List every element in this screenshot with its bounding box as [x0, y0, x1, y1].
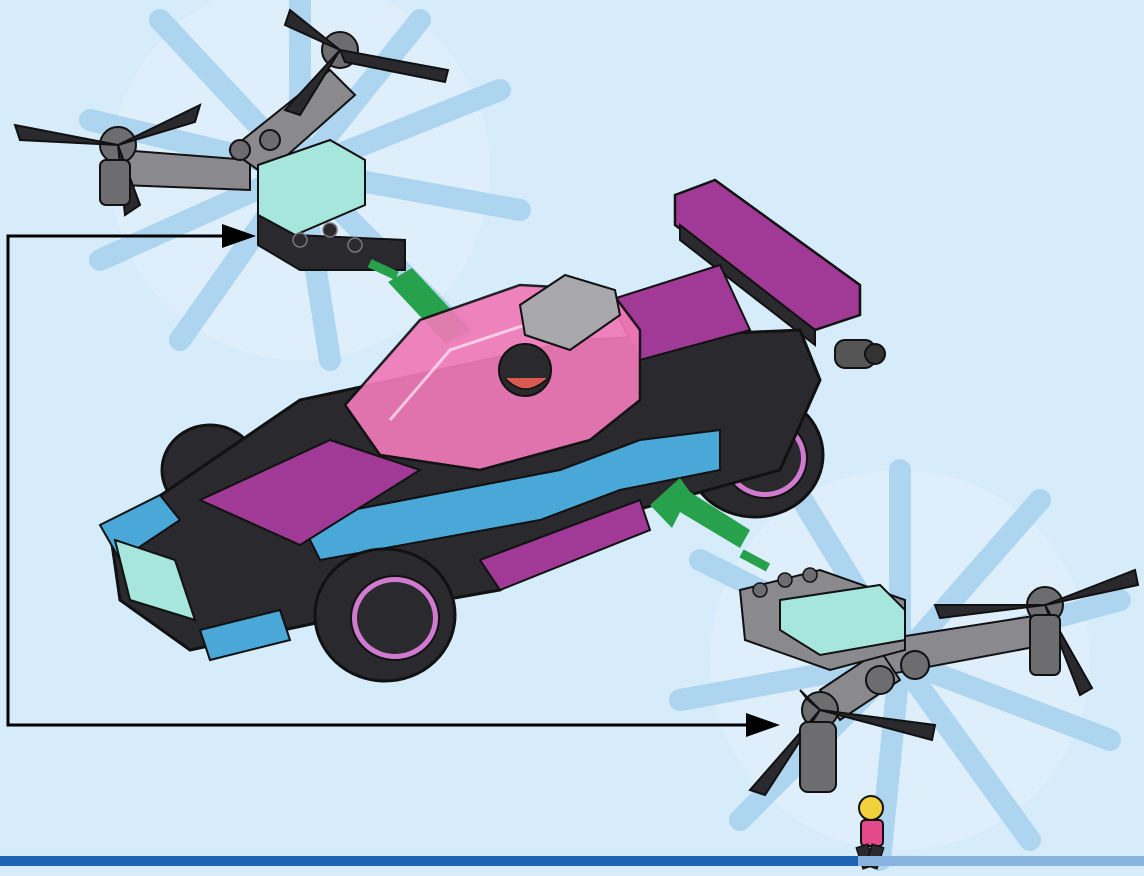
progress-bar-fill — [0, 856, 858, 866]
progress-bar — [0, 856, 1144, 866]
